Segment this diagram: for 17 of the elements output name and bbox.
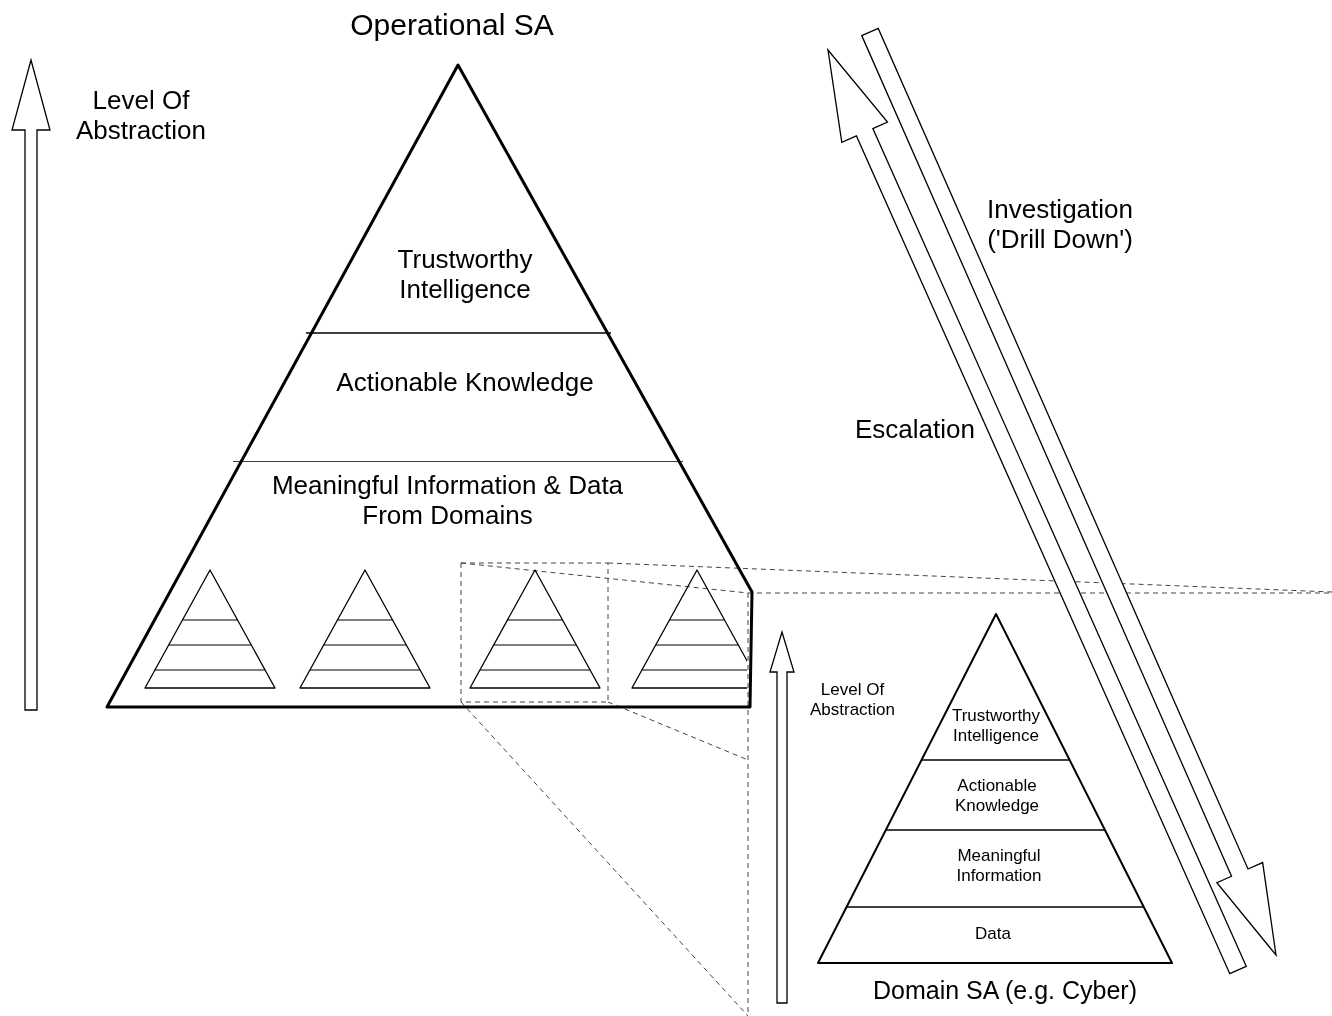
tier-label: Trustworthy Intelligence — [396, 245, 534, 305]
tier-label: Meaningful Information — [955, 846, 1043, 886]
axis-label: Level Of Abstraction — [808, 680, 896, 720]
arrow-label: Investigation ('Drill Down') — [986, 195, 1134, 255]
mini-pyramid — [469, 568, 601, 692]
tier-label: Data — [974, 924, 1012, 944]
tier-label: Actionable Knowledge — [953, 776, 1041, 816]
tier-label: Trustworthy Intelligence — [950, 706, 1042, 746]
tier-label: Meaningful Information & Data From Domains — [270, 471, 625, 531]
tier-label: Actionable Knowledge — [335, 368, 595, 398]
pyramid-title: Domain SA (e.g. Cyber) — [872, 976, 1138, 1005]
mini-pyramid — [144, 568, 276, 692]
mini-pyramid — [631, 568, 747, 692]
mini-pyramid — [299, 568, 431, 692]
arrow-label: Escalation — [854, 415, 976, 445]
axis-label: Level Of Abstraction — [74, 86, 208, 146]
pyramid-title: Operational SA — [349, 8, 555, 43]
